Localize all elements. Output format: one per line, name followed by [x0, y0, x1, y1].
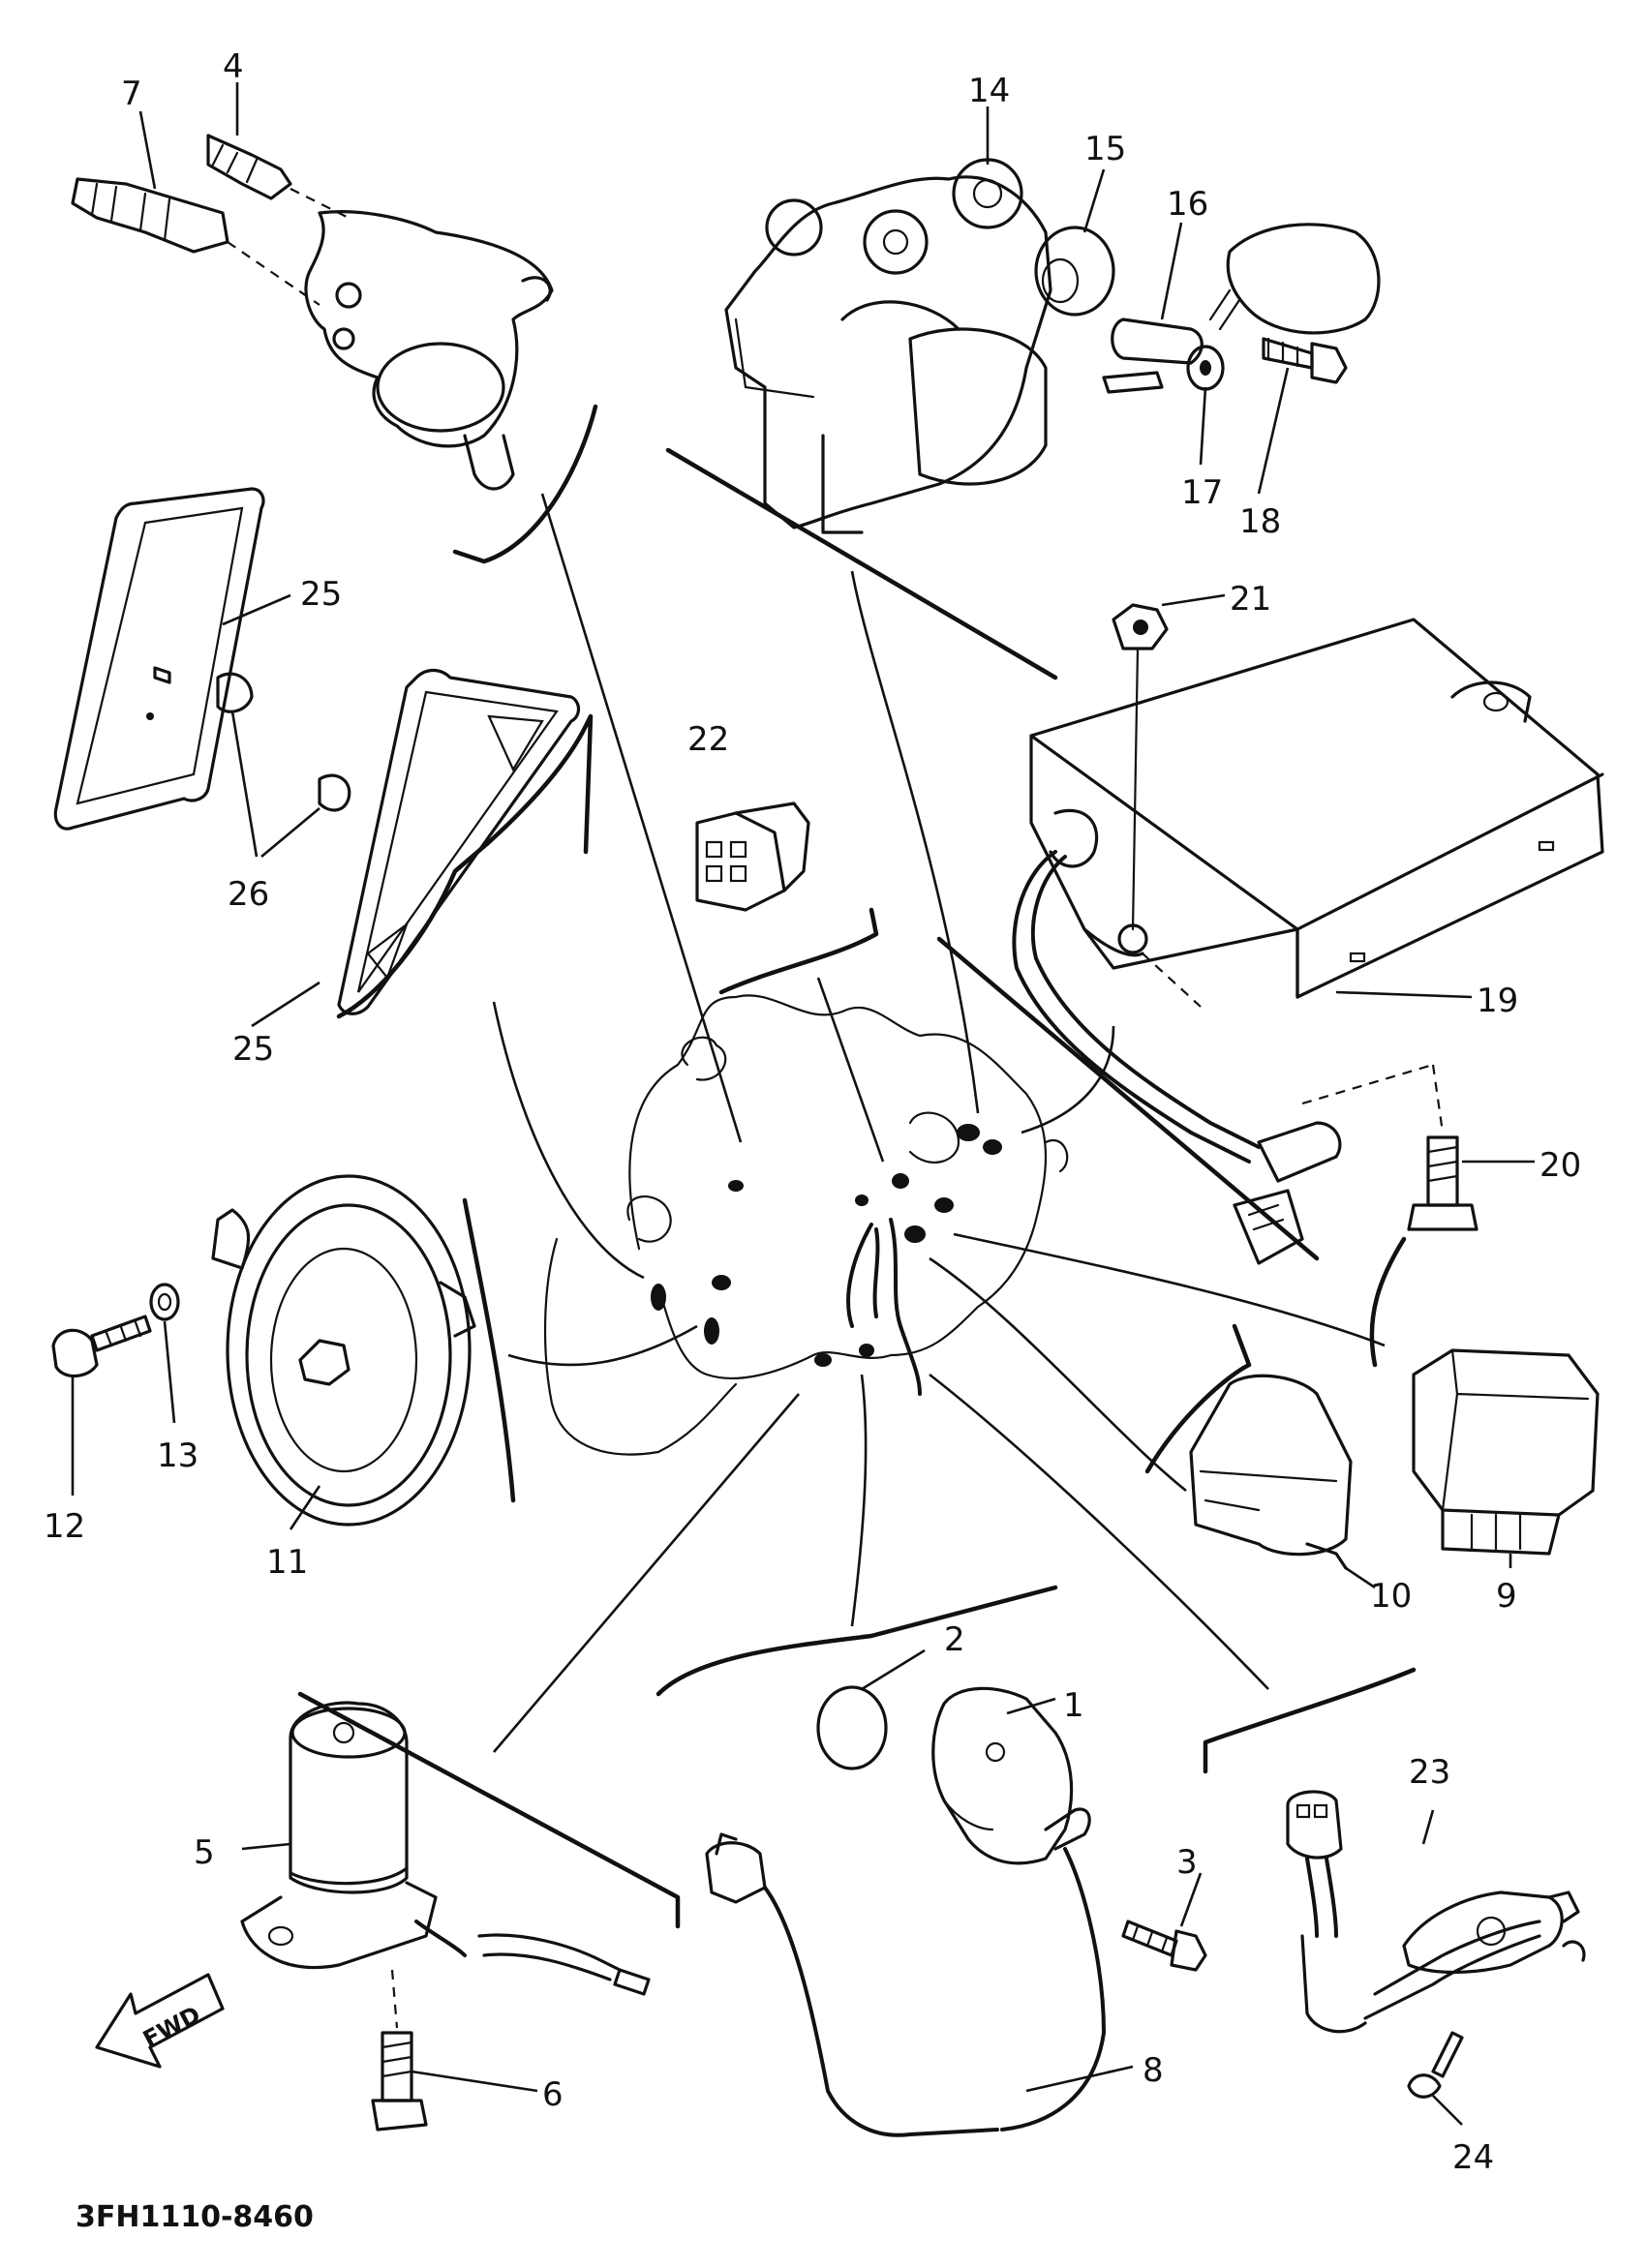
- bolt-3: [1121, 1920, 1207, 1972]
- callout-15: 15: [1084, 130, 1126, 168]
- callout-5: 5: [194, 1833, 215, 1872]
- callout-3: 3: [1176, 1843, 1198, 1882]
- callout-22: 22: [687, 720, 729, 759]
- callout-24: 24: [1452, 2138, 1494, 2177]
- callout-25-upper: 25: [300, 575, 342, 614]
- callout-19: 19: [1477, 982, 1518, 1020]
- horn-11: [211, 1174, 476, 1527]
- connector-22: [695, 801, 810, 912]
- drawing-code: 3FH1110-8460: [76, 2200, 314, 2234]
- callout-14: 14: [968, 72, 1010, 110]
- callout-25-lower: 25: [232, 1030, 274, 1069]
- bolt-20: [1407, 1135, 1478, 1231]
- fwd-label: FWD: [138, 2001, 205, 2053]
- wire-harness-frame: [543, 994, 1069, 1456]
- callout-11: 11: [266, 1543, 308, 1582]
- wire-lead-8: [705, 1832, 1107, 2137]
- callout-8: 8: [1143, 2051, 1164, 2090]
- callout-leaders: [71, 82, 1535, 2126]
- washer-13: [149, 1283, 180, 1321]
- bolt-12: [51, 1315, 152, 1378]
- callout-20: 20: [1539, 1146, 1581, 1185]
- callout-17: 17: [1181, 473, 1223, 512]
- motor-assembly: [724, 158, 1381, 534]
- callout-16: 16: [1167, 185, 1208, 224]
- nuts-26: [216, 672, 351, 858]
- callout-7: 7: [121, 75, 142, 113]
- sensor-housing-assembly: [71, 134, 554, 491]
- callout-21: 21: [1230, 580, 1271, 619]
- screw-24: [1407, 2031, 1464, 2099]
- callout-26: 26: [228, 875, 269, 914]
- nut-21: [1112, 603, 1169, 931]
- callout-numbers: 1 2 3 4 5 6 7 8 9 10 11 12 13 14 15 16 1…: [44, 47, 1581, 2177]
- relay-10: [1189, 1374, 1353, 1570]
- callout-10: 10: [1370, 1577, 1412, 1616]
- callout-9: 9: [1496, 1577, 1517, 1616]
- fwd-direction-arrow: FWD: [95, 1973, 225, 2069]
- callout-2: 2: [944, 1620, 965, 1659]
- switch-23: [1286, 1790, 1586, 2034]
- solenoid-5: [240, 1701, 651, 2029]
- callout-1: 1: [1063, 1686, 1084, 1725]
- callout-18: 18: [1239, 502, 1281, 541]
- callout-4: 4: [223, 47, 244, 86]
- reflector-rear: [53, 487, 265, 831]
- callout-23: 23: [1409, 1753, 1450, 1792]
- assembly-brackets: [297, 404, 1417, 1929]
- reflector-side: [337, 668, 581, 1015]
- bolt-6: [371, 2031, 428, 2132]
- callout-6: 6: [542, 2075, 564, 2114]
- o-ring-2: [816, 1685, 888, 1770]
- control-unit-box: [1012, 618, 1604, 1265]
- sensor-plate-1: [931, 1686, 1091, 1865]
- callout-13: 13: [157, 1436, 198, 1475]
- relay-9: [1412, 1348, 1600, 1556]
- callout-12: 12: [44, 1507, 85, 1546]
- connection-lines: [492, 493, 1386, 1753]
